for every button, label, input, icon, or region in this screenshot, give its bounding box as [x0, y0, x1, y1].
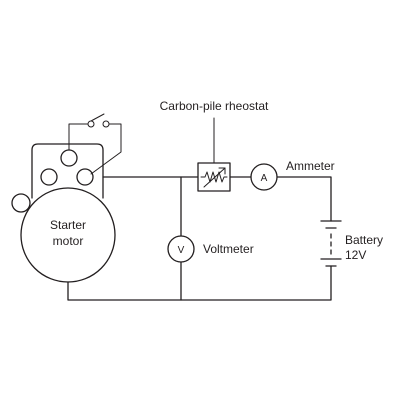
circuit-wiring — [67, 176, 332, 301]
start-switch — [68, 113, 122, 175]
battery-label-line1: Battery — [345, 233, 383, 247]
wire-bottom-return — [67, 265, 332, 301]
starter-motor: Starter motor — [11, 143, 116, 283]
ammeter-label: Ammeter — [286, 159, 335, 173]
rheostat-label: Carbon-pile rheostat — [160, 99, 269, 113]
battery-label-line2: 12V — [345, 248, 366, 262]
ammeter-circle — [250, 163, 278, 191]
solenoid-terminal-right — [76, 168, 94, 186]
ammeter: A Ammeter — [250, 159, 335, 191]
solenoid-terminal-left — [40, 168, 58, 186]
voltmeter-symbol: V — [178, 245, 185, 256]
voltmeter-circle — [167, 235, 195, 263]
carbon-pile-rheostat: Carbon-pile rheostat — [160, 99, 269, 192]
switch-contact-left — [87, 120, 95, 128]
ammeter-symbol: A — [261, 173, 268, 184]
rheostat-arrow-icon — [203, 167, 226, 188]
starter-label-line1: Starter — [50, 218, 86, 232]
wire-ammeter-battery — [276, 176, 332, 222]
switch-contact-right — [102, 120, 110, 128]
starter-label-line2: motor — [53, 234, 84, 248]
rheostat-arrowhead-icon — [218, 167, 226, 175]
switch-wire-left — [68, 123, 89, 151]
voltmeter-label: Voltmeter — [203, 242, 254, 256]
voltmeter: V Voltmeter — [167, 235, 254, 263]
solenoid-terminal-top — [60, 149, 78, 167]
switch-blade — [90, 113, 105, 122]
switch-wire-right — [90, 123, 122, 175]
side-terminal — [11, 193, 31, 213]
battery: Battery 12V — [320, 220, 383, 267]
